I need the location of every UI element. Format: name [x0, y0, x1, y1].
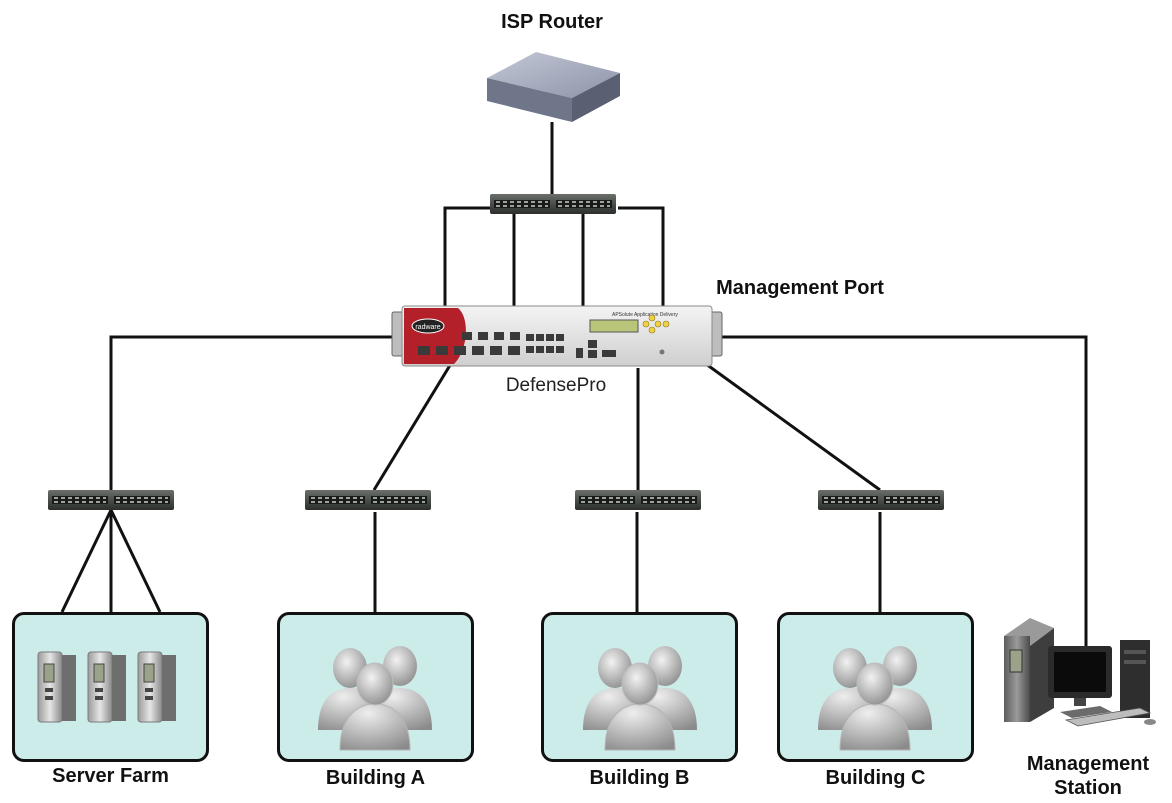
defensepro-label: DefensePro	[505, 375, 607, 396]
connection-lines	[60, 122, 1088, 648]
top-switch-icon	[490, 194, 616, 214]
server-farm-label: Server Farm	[52, 765, 169, 787]
defensepro-appliance-icon: radware APSolute Application Delivery	[391, 305, 723, 367]
isp-router-icon	[487, 52, 620, 122]
server-icons	[37, 651, 177, 723]
appliance-panel-text: APSolute Application Delivery	[612, 312, 678, 318]
vendor-logo-text: radware	[415, 324, 440, 331]
building-b-label: Building B	[589, 767, 690, 789]
building-c-label: Building C	[825, 767, 926, 789]
management-port-label: Management Port	[716, 277, 884, 299]
building-b-switch-icon	[575, 490, 701, 510]
management-station-label-line2: Station	[1054, 777, 1122, 799]
management-station-icon	[1004, 618, 1156, 727]
building-c-switch-icon	[818, 490, 944, 510]
building-b-people-icon	[582, 645, 698, 751]
building-a-switch-icon	[305, 490, 431, 510]
server-farm-switch-icon	[48, 490, 174, 510]
building-a-label: Building A	[325, 767, 426, 789]
building-c-people-icon	[817, 645, 933, 751]
building-a-people-icon	[317, 645, 433, 751]
isp-router-label: ISP Router	[501, 11, 603, 33]
management-station-label-line1: Management	[1026, 753, 1150, 775]
